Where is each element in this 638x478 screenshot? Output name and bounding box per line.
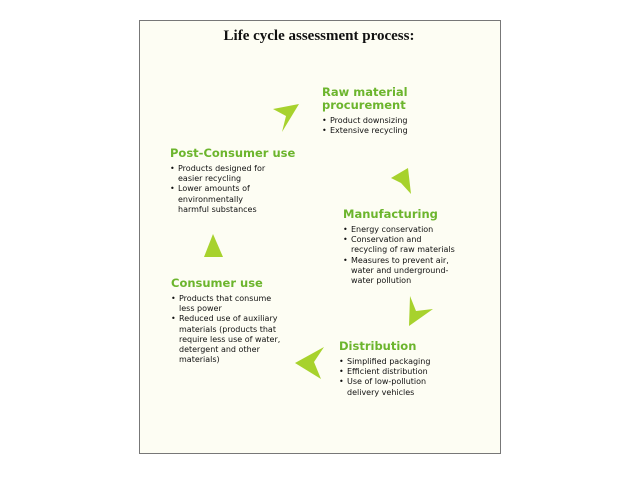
stage-item-line: materials)	[179, 355, 220, 365]
stage-item-line: materials (products that	[179, 324, 276, 334]
stage-item-list: Product downsizingExtensive recycling	[322, 116, 408, 137]
stage-item-line: Product downsizing	[330, 116, 408, 125]
stage-item: Efficient distribution	[339, 367, 430, 377]
stage-item-line: Efficient distribution	[347, 367, 428, 377]
stage-item: Extensive recycling	[322, 126, 408, 136]
stage-item-line: Conservation and	[351, 235, 422, 245]
stage-title-line: Manufacturing	[343, 207, 438, 221]
stage-raw-material: Raw materialprocurementProduct downsizin…	[322, 86, 408, 137]
stage-item: Simplified packaging	[339, 357, 430, 367]
stage-title: Manufacturing	[343, 208, 455, 221]
stage-item-line: Simplified packaging	[347, 357, 431, 366]
stage-item-line: water pollution	[351, 276, 412, 286]
stage-title: Post-Consumer use	[170, 147, 295, 160]
stage-item-line: easier recycling	[178, 174, 242, 184]
stage-item-list: Energy conservationConservation andrecyc…	[343, 225, 455, 286]
arrow-down-icon	[391, 168, 411, 194]
arrow-up-icon	[204, 234, 223, 257]
stage-item: Measures to prevent air,water and underg…	[343, 256, 455, 287]
arrow-down-icon	[409, 296, 433, 326]
stage-item-line: require less use of water,	[179, 334, 281, 344]
stage-item-line: Products designed for	[178, 164, 266, 173]
stage-item-line: Products that consume	[179, 294, 272, 303]
diagram-title: Life cycle assessment process:	[223, 28, 415, 44]
stage-item-line: Reduced use of auxiliary	[179, 314, 278, 324]
stage-title-line: Post-Consumer use	[170, 146, 296, 160]
stage-item-line: water and underground-	[351, 265, 449, 275]
stage-item-line: detergent and other	[179, 345, 260, 355]
stage-title-line: Consumer use	[171, 276, 263, 290]
arrow-left-icon	[295, 347, 324, 379]
stage-title: Consumer use	[171, 277, 280, 290]
stage-item-line: Extensive recycling	[330, 126, 408, 136]
stage-item-line: delivery vehicles	[347, 387, 415, 397]
stage-item-line: Measures to prevent air,	[351, 255, 449, 265]
stage-title-line: procurement	[322, 98, 406, 112]
stage-title-line: Distribution	[339, 339, 417, 353]
stage-item-line: Energy conservation	[351, 225, 434, 234]
stage-item-list: Simplified packagingEfficient distributi…	[339, 357, 430, 398]
stage-post-consumer-use: Post-Consumer useProducts designed forea…	[170, 147, 295, 215]
stage-manufacturing: ManufacturingEnergy conservationConserva…	[343, 208, 455, 286]
stage-distribution: DistributionSimplified packagingEfficien…	[339, 340, 430, 398]
arrow-right-icon	[273, 104, 299, 132]
stage-item-line: Use of low-pollution	[347, 377, 427, 387]
stage-item-line: recycling of raw materials	[351, 245, 455, 255]
stage-item: Product downsizing	[322, 116, 408, 126]
stage-item: Energy conservation	[343, 225, 455, 235]
stage-title: Distribution	[339, 340, 430, 353]
stage-title-line: Raw material	[322, 85, 408, 99]
stage-item-line: Lower amounts of	[178, 184, 250, 194]
stage-item-line: less power	[179, 304, 222, 314]
stage-item-line: harmful substances	[178, 204, 257, 214]
stage-item-line: environmentally	[178, 194, 244, 204]
